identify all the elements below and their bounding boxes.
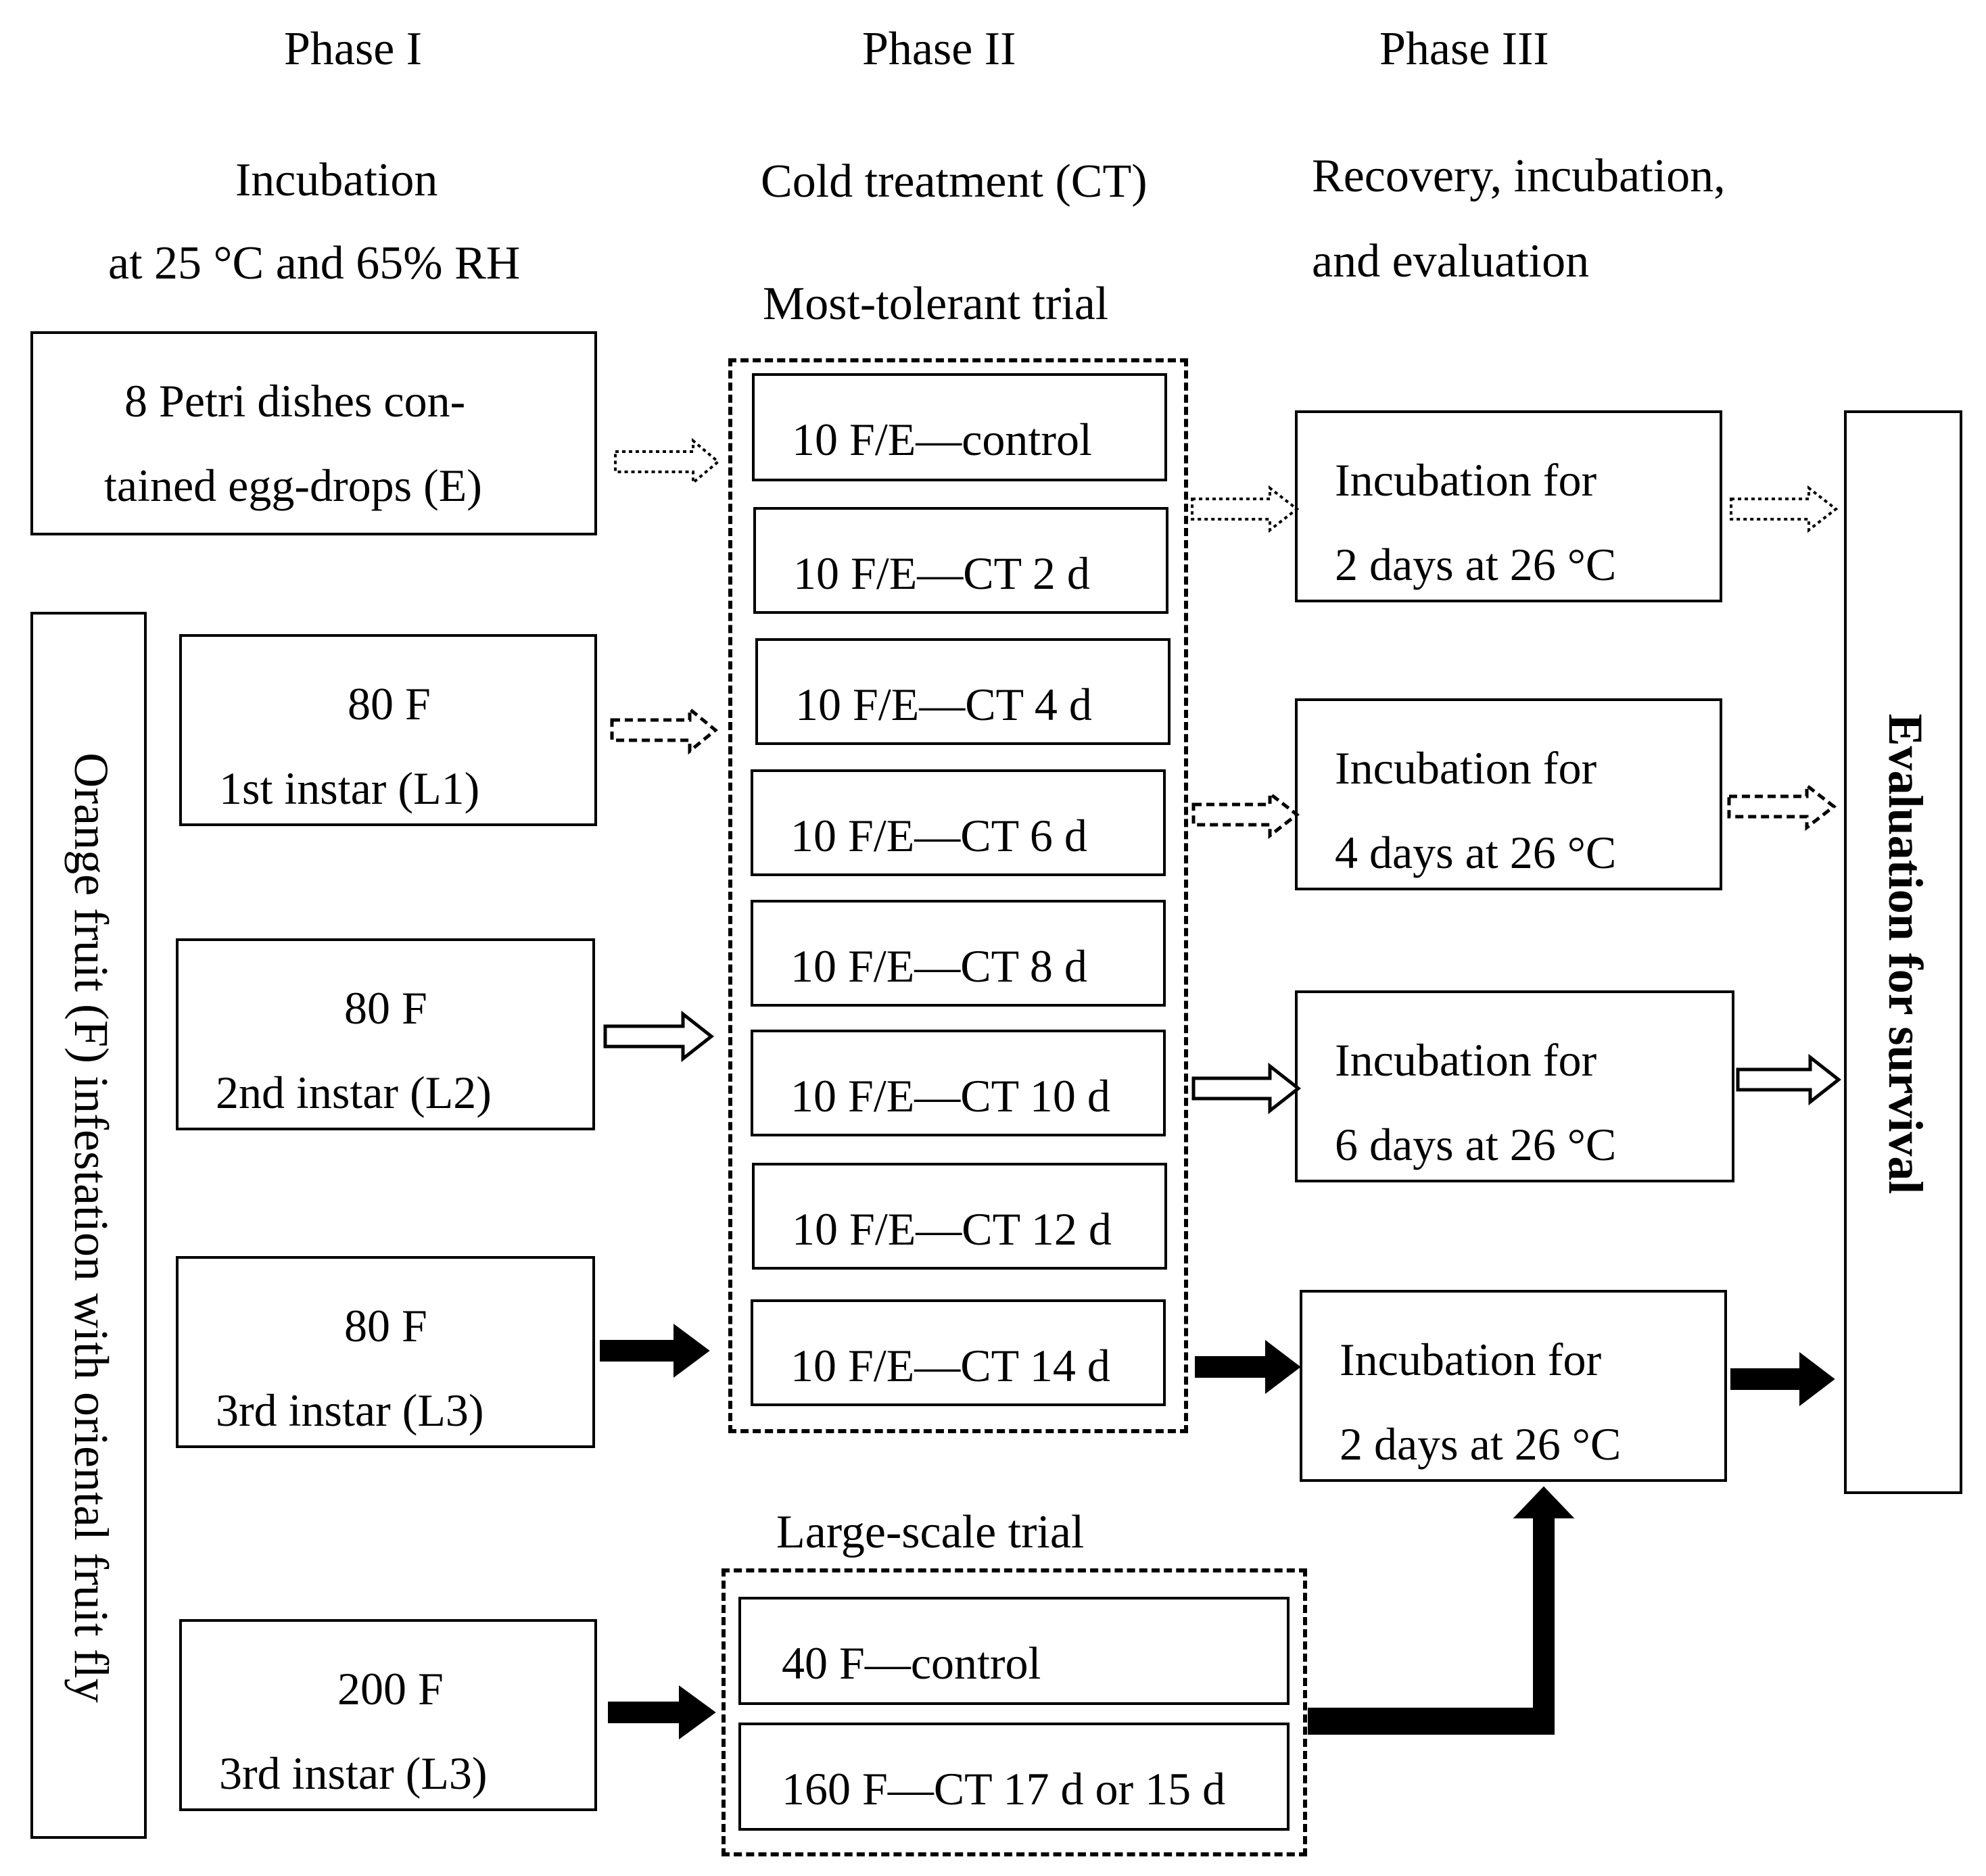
solid-arrow-l3-to-ct <box>600 1324 710 1378</box>
phase-1-subheader-line2: at 25 °C and 65% RH <box>108 237 521 289</box>
treatment-label: 10 F/E—CT 12 d <box>792 1203 1112 1255</box>
phase-2-header: Phase II <box>862 23 1016 75</box>
treatment-label: 10 F/E—CT 4 d <box>795 679 1092 730</box>
large-treatment-label: 40 F—control <box>782 1637 1041 1689</box>
treatment-box-control: 10 F/E—control <box>752 373 1167 481</box>
dotted-arrow-eggs-to-ct <box>614 437 721 486</box>
l1-box-line2: 1st instar (L1) <box>219 763 480 814</box>
incubation-line2: 6 days at 26 °C <box>1335 1119 1617 1170</box>
hollow-arrow-incubation-6d-to-evaluation <box>1736 1053 1842 1106</box>
treatment-label: 10 F/E—CT 14 d <box>790 1340 1110 1391</box>
dashed-arrow-l1-to-ct <box>610 705 718 755</box>
large-treatment-label: 160 F—CT 17 d or 15 d <box>782 1763 1226 1814</box>
incubation-box-2d-b: Incubation for 2 days at 26 °C <box>1300 1290 1727 1482</box>
phase-3-subheader-line2: and evaluation <box>1312 235 1590 287</box>
large-scale-trial-title: Large-scale trial <box>776 1506 1085 1558</box>
treatment-label: 10 F/E—CT 10 d <box>790 1070 1110 1122</box>
phase-3-subheader-line1: Recovery, incubation, <box>1312 150 1726 202</box>
phase-3-header: Phase III <box>1379 23 1549 75</box>
incubation-line2: 2 days at 26 °C <box>1335 539 1617 590</box>
treatment-box-ct-2d: 10 F/E—CT 2 d <box>753 507 1168 614</box>
large-l3-box-line2: 3rd instar (L3) <box>219 1748 488 1799</box>
incubation-box-4d: Incubation for 4 days at 26 °C <box>1295 698 1722 890</box>
large-l3-box: 200 F 3rd instar (L3) <box>179 1619 597 1811</box>
treatment-box-ct-4d: 10 F/E—CT 4 d <box>755 638 1171 745</box>
l1-box: 80 F 1st instar (L1) <box>179 634 597 826</box>
treatment-label: 10 F/E—control <box>792 414 1092 465</box>
solid-arrow-large-l3-to-large-trial <box>608 1685 716 1739</box>
large-l3-box-line1: 200 F <box>337 1663 444 1714</box>
l3-box: 80 F 3rd instar (L3) <box>176 1256 595 1448</box>
phase-2-subheader: Cold treatment (CT) <box>761 155 1148 208</box>
dotted-arrow-incubation-2d-to-evaluation <box>1730 485 1839 533</box>
dashed-arrow-incubation-4d-to-evaluation <box>1727 781 1837 832</box>
solid-arrow-incubation-2d-b-to-evaluation <box>1730 1351 1835 1407</box>
l1-box-line1: 80 F <box>348 678 431 729</box>
phase-1-subheader-line1: Incubation <box>235 154 438 206</box>
l2-box: 80 F 2nd instar (L2) <box>176 938 595 1130</box>
incubation-line2: 2 days at 26 °C <box>1340 1418 1622 1470</box>
dashed-arrow-ct-to-incubation-4d <box>1191 790 1300 840</box>
phase-1-header: Phase I <box>284 23 423 75</box>
dotted-arrow-ct-to-incubation-2d <box>1191 485 1300 533</box>
side-label-box: Orange fruit (F) infestation with orient… <box>30 612 147 1839</box>
l3-box-line1: 80 F <box>344 1300 427 1351</box>
treatment-box-ct-10d: 10 F/E—CT 10 d <box>751 1030 1166 1136</box>
solid-arrow-ct-to-incubation-2d-b <box>1195 1339 1301 1395</box>
hollow-arrow-ct-to-incubation-6d <box>1191 1062 1302 1115</box>
l2-box-line1: 80 F <box>344 982 427 1034</box>
large-treatment-box-control: 40 F—control <box>738 1597 1290 1705</box>
incubation-line1: Incubation for <box>1335 1034 1597 1086</box>
evaluation-box: Evaluation for survival <box>1844 410 1962 1494</box>
incubation-line2: 4 days at 26 °C <box>1335 827 1617 878</box>
eggs-box-line1: 8 Petri dishes con- <box>124 375 466 427</box>
treatment-label: 10 F/E—CT 6 d <box>790 810 1087 861</box>
elbow-arrow-large-trial-to-incubation <box>1308 1486 1575 1735</box>
large-scale-trial-group <box>722 1568 1307 1856</box>
treatment-box-ct-14d: 10 F/E—CT 14 d <box>751 1299 1166 1406</box>
incubation-line1: Incubation for <box>1340 1334 1602 1385</box>
treatment-label: 10 F/E—CT 2 d <box>793 548 1090 599</box>
l2-box-line2: 2nd instar (L2) <box>216 1067 492 1118</box>
treatment-box-ct-8d: 10 F/E—CT 8 d <box>751 900 1166 1007</box>
side-label-text: Orange fruit (F) infestation with orient… <box>64 752 118 1703</box>
most-tolerant-trial-group <box>728 358 1188 1433</box>
treatment-box-ct-6d: 10 F/E—CT 6 d <box>751 769 1166 876</box>
hollow-arrow-l2-to-ct <box>603 1010 715 1063</box>
treatment-label: 10 F/E—CT 8 d <box>790 940 1087 992</box>
evaluation-label: Evaluation for survival <box>1878 713 1933 1195</box>
treatment-box-ct-12d: 10 F/E—CT 12 d <box>752 1163 1167 1270</box>
large-treatment-box-ct: 160 F—CT 17 d or 15 d <box>738 1723 1290 1831</box>
incubation-line1: Incubation for <box>1335 454 1597 506</box>
l3-box-line2: 3rd instar (L3) <box>216 1385 484 1436</box>
incubation-box-2d-a: Incubation for 2 days at 26 °C <box>1295 410 1722 602</box>
incubation-line1: Incubation for <box>1335 742 1597 794</box>
most-tolerant-trial-title: Most-tolerant trial <box>763 278 1109 330</box>
eggs-box-line2: tained egg-drops (E) <box>104 460 482 511</box>
incubation-box-6d: Incubation for 6 days at 26 °C <box>1295 990 1734 1182</box>
eggs-box: 8 Petri dishes con- tained egg-drops (E) <box>30 331 597 535</box>
